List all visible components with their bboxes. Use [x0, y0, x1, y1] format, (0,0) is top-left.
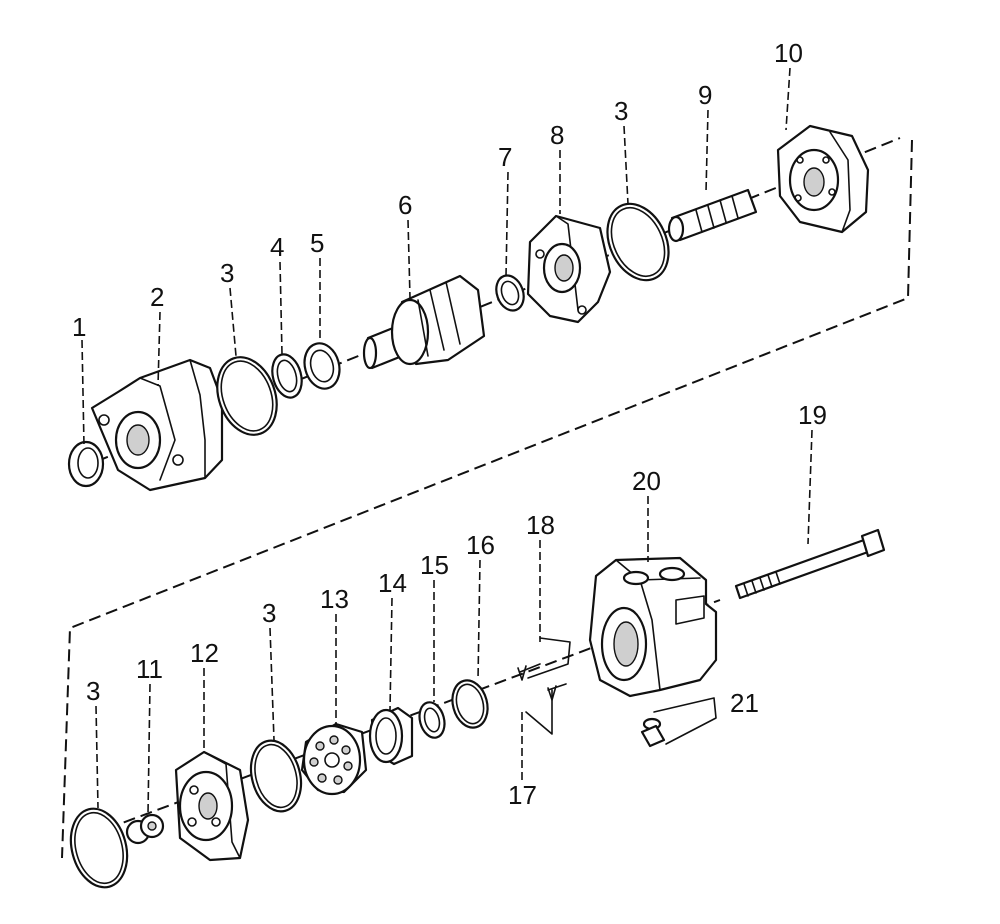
- callout-19: 19: [798, 400, 827, 430]
- callout-1: 1: [72, 312, 86, 342]
- leader-lines: [81, 67, 813, 815]
- part-20-end-cover: [588, 556, 718, 698]
- part-8-bearing-plate: [526, 214, 612, 324]
- part-6-output-shaft: [362, 274, 486, 370]
- callout-4: 4: [270, 232, 284, 262]
- callout-21: 21: [730, 688, 759, 718]
- callout-2: 2: [150, 282, 164, 312]
- callout-12: 12: [190, 638, 219, 668]
- part-3a-o-ring: [216, 356, 278, 436]
- part-16-seal-ring: [451, 679, 489, 729]
- part-14-bearing: [368, 706, 414, 766]
- callout-3a: 3: [220, 258, 234, 288]
- callout-9: 9: [698, 80, 712, 110]
- callout-6: 6: [398, 190, 412, 220]
- callout-11: 11: [136, 654, 163, 684]
- part-10-rotor-set: [776, 124, 870, 234]
- part-12-valve-plate: [174, 750, 250, 862]
- part-3d-o-ring: [69, 807, 129, 889]
- callout-3b: 3: [614, 96, 628, 126]
- part-3b-o-ring: [606, 202, 670, 282]
- part-13-commutator: [300, 722, 368, 796]
- callout-labels: 1 2 3 4 5 6 7 8 3 9 10 19 20 18 16 15 14…: [72, 38, 827, 810]
- part-21-plug: [640, 697, 717, 748]
- part-5-thrust-ring: [303, 342, 341, 390]
- part-11-drive-gears: [125, 813, 165, 845]
- callout-3d: 3: [86, 676, 100, 706]
- part-19-tie-bolt: [734, 528, 886, 600]
- part-1-seal-ring: [67, 440, 105, 488]
- callout-18: 18: [526, 510, 555, 540]
- part-17-18-pins: [517, 637, 571, 735]
- part-15-retaining-ring: [418, 701, 446, 739]
- callout-15: 15: [420, 550, 449, 580]
- part-2-front-housing: [90, 358, 224, 492]
- callout-10: 10: [774, 38, 803, 68]
- callout-20: 20: [632, 466, 661, 496]
- assembly-axis-lines: [61, 137, 913, 859]
- part-7-snap-ring: [495, 274, 525, 312]
- callout-17: 17: [508, 780, 537, 810]
- callout-8: 8: [550, 120, 564, 150]
- callout-13: 13: [320, 584, 349, 614]
- part-4-washer: [271, 353, 303, 399]
- callout-14: 14: [378, 568, 407, 598]
- callout-3c: 3: [262, 598, 276, 628]
- callout-7: 7: [498, 142, 512, 172]
- part-3c-o-ring: [249, 739, 303, 813]
- callout-16: 16: [466, 530, 495, 560]
- callout-5: 5: [310, 228, 324, 258]
- part-9-drive-shaft: [667, 188, 758, 243]
